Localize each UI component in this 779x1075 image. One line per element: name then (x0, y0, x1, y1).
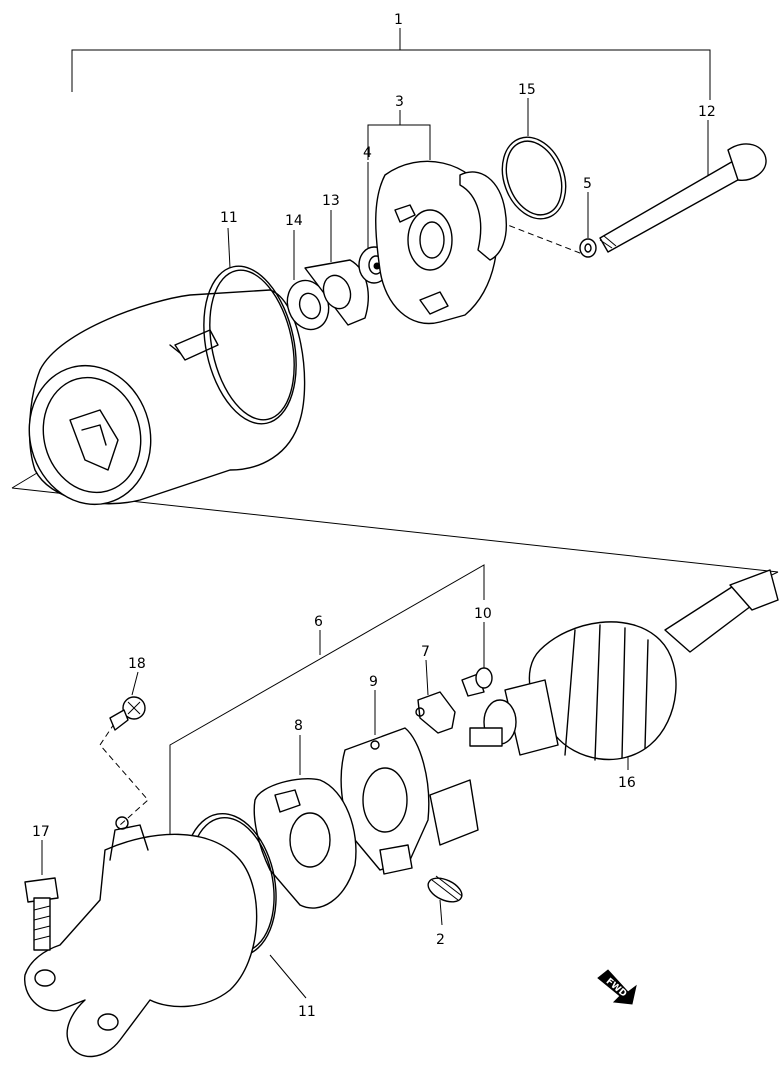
yoke-housing (28, 289, 306, 506)
fwd-direction-badge: FWD (597, 969, 637, 1005)
o-ring-15 (501, 136, 567, 220)
callout-13: 13 (322, 193, 340, 209)
callout-4: 4 (363, 145, 372, 161)
callout-11-top: 11 (220, 210, 238, 226)
callout-18: 18 (128, 656, 146, 672)
armature-16 (469, 569, 779, 761)
washer-14 (286, 279, 330, 331)
callout-6: 6 (314, 614, 323, 630)
callout-17: 17 (32, 824, 50, 840)
screw-18 (109, 696, 146, 731)
callout-12: 12 (698, 104, 716, 120)
callout-3: 3 (395, 94, 404, 110)
drive-housing-6 (24, 816, 258, 1058)
screw-10 (461, 667, 493, 697)
callout-11-bottom: 11 (298, 1004, 316, 1020)
callout-8: 8 (294, 718, 303, 734)
callout-9: 9 (369, 674, 378, 690)
washer-5 (579, 238, 597, 258)
plate-13 (304, 259, 369, 326)
end-cover-3 (375, 160, 507, 325)
spring-2 (427, 875, 463, 903)
yoke-seal-ring (203, 265, 297, 425)
callout-labels: 1 3 15 12 4 5 11 14 13 6 10 18 7 9 8 16 … (32, 12, 716, 1020)
callout-15: 15 (518, 82, 536, 98)
callout-7: 7 (421, 644, 430, 660)
through-bolt-12 (599, 143, 767, 253)
callout-14: 14 (285, 213, 303, 229)
callout-5: 5 (583, 176, 592, 192)
brush-7 (415, 691, 456, 734)
callout-16: 16 (618, 775, 636, 791)
brush-plate-9 (340, 727, 479, 875)
callout-10: 10 (474, 606, 492, 622)
callout-2: 2 (436, 932, 445, 948)
bolt-17 (24, 877, 59, 951)
insulator-plate-8 (253, 778, 357, 909)
callout-1: 1 (394, 12, 403, 28)
